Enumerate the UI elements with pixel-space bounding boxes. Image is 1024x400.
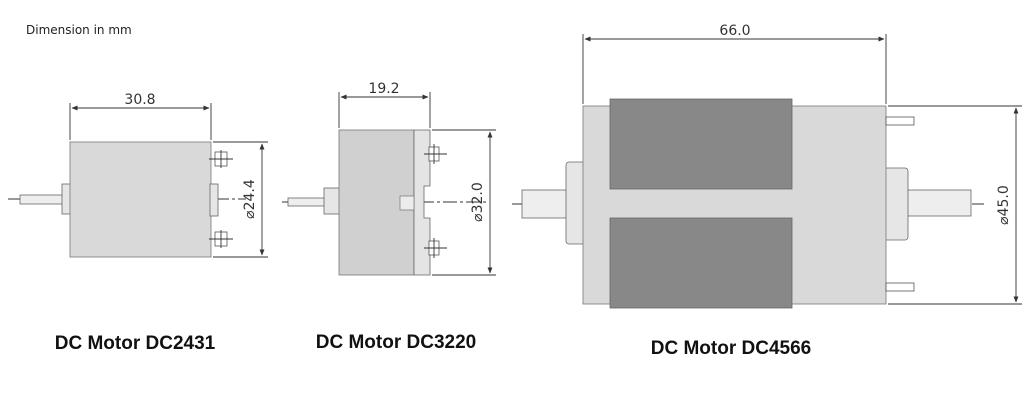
motor-terminal-bottom xyxy=(885,282,915,292)
diameter-dimension: ⌀24.4 xyxy=(242,179,258,219)
magnet-bottom xyxy=(609,217,793,309)
length-dimension: 66.0 xyxy=(719,23,750,39)
motor-bushing xyxy=(323,187,341,215)
motor-label: DC Motor DC2431 xyxy=(55,333,216,354)
motor-label: DC Motor DC4566 xyxy=(651,338,811,359)
motor-dc3220: 19.2 ⌀32.0 DC Motor DC3220 xyxy=(282,81,496,353)
motor-end-notch xyxy=(399,195,415,211)
length-dimension: 30.8 xyxy=(124,92,155,108)
motor-dc4566: 66.0 ⌀45.0 DC Motor DC4566 xyxy=(512,23,1022,359)
diameter-dimension: ⌀45.0 xyxy=(996,185,1012,225)
motor-shaft xyxy=(287,197,327,207)
motor-shaft xyxy=(19,194,65,205)
motor-shaft-rear xyxy=(904,189,972,217)
motor-terminal-top xyxy=(885,116,915,126)
motor-label: DC Motor DC3220 xyxy=(316,332,476,353)
magnet-top xyxy=(609,98,793,190)
motor-dc2431: 30.8 ⌀24.4 DC Motor DC2431 xyxy=(8,92,268,354)
motor-body xyxy=(69,141,212,258)
motor-end-boss xyxy=(883,167,909,241)
motor-end-cap xyxy=(413,129,431,276)
units-note: Dimension in mm xyxy=(26,23,132,37)
diameter-dimension: ⌀32.0 xyxy=(470,182,486,222)
motor-shaft-front xyxy=(521,189,573,219)
length-dimension: 19.2 xyxy=(368,81,399,97)
motor-end-boss xyxy=(209,183,219,217)
